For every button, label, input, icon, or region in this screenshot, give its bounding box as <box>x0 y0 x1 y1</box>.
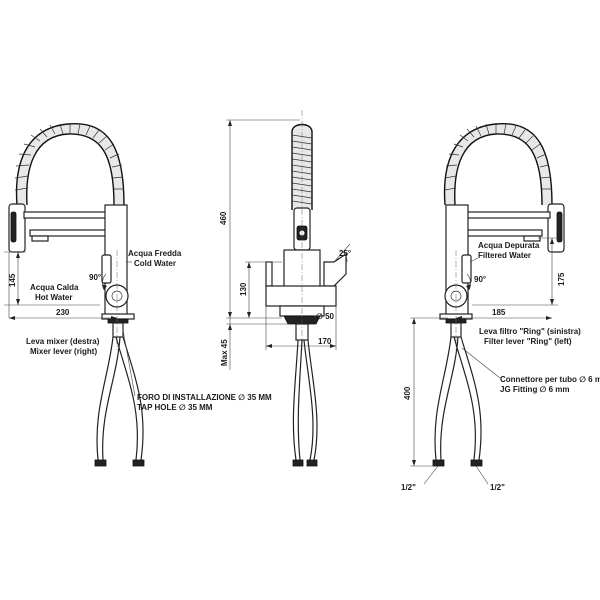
right-coil-rings <box>444 123 552 191</box>
left-thread-label: 1/2" <box>401 483 416 492</box>
middle-faucet-drawing <box>265 110 347 467</box>
filter-lever-en-label: Filter lever "Ring" (left) <box>484 337 572 346</box>
cold-water-en-label: Cold Water <box>134 259 176 268</box>
lever-angle-label: 25° <box>339 249 351 258</box>
filter-lever-it-label: Leva filtro "Ring" (sinistra) <box>479 327 581 336</box>
tap-hole-en-label: TAP HOLE ∅ 35 MM <box>137 403 213 412</box>
tap-hole-it-label: FORO DI INSTALLAZIONE ∅ 35 MM <box>137 393 272 402</box>
cold-water-it-label: Acqua Fredda <box>128 249 182 258</box>
left-coil-rings <box>14 123 124 191</box>
left-faucet-drawing <box>8 123 145 467</box>
base-diameter-dimension: ∅ 50 <box>316 312 335 321</box>
left-height-dimension: 145 <box>8 273 17 287</box>
left-dimensions <box>4 251 136 397</box>
jg-fitting-en-label: JG Fitting ∅ 6 mm <box>500 385 570 394</box>
hot-water-it-label: Acqua Calda <box>30 283 79 292</box>
right-reach-dimension: 185 <box>492 308 506 317</box>
total-height-dimension: 460 <box>219 211 228 225</box>
mixer-lever-it-label: Leva mixer (destra) <box>26 337 100 346</box>
hot-water-en-label: Hot Water <box>35 293 72 302</box>
mixer-lever-en-label: Mixer lever (right) <box>30 347 97 356</box>
right-dimensions <box>410 237 558 485</box>
right-height-dimension: 175 <box>557 272 566 286</box>
width-dimension: 170 <box>318 337 332 346</box>
right-faucet-drawing <box>432 123 565 467</box>
max-thickness-dimension: Max 45 <box>220 339 229 366</box>
jg-fitting-it-label: Connettore per tubo ∅ 6 mm <box>500 375 600 384</box>
left-angle-label: 90° <box>89 273 101 282</box>
left-reach-dimension: 230 <box>56 308 70 317</box>
body-height-dimension: 130 <box>239 282 248 296</box>
hose-length-dimension: 400 <box>403 386 412 400</box>
right-thread-label: 1/2" <box>490 483 505 492</box>
middle-dimensions <box>226 119 351 370</box>
right-angle-label: 90° <box>474 275 486 284</box>
filtered-water-en-label: Filtered Water <box>478 251 531 260</box>
filtered-water-it-label: Acqua Depurata <box>478 241 540 250</box>
